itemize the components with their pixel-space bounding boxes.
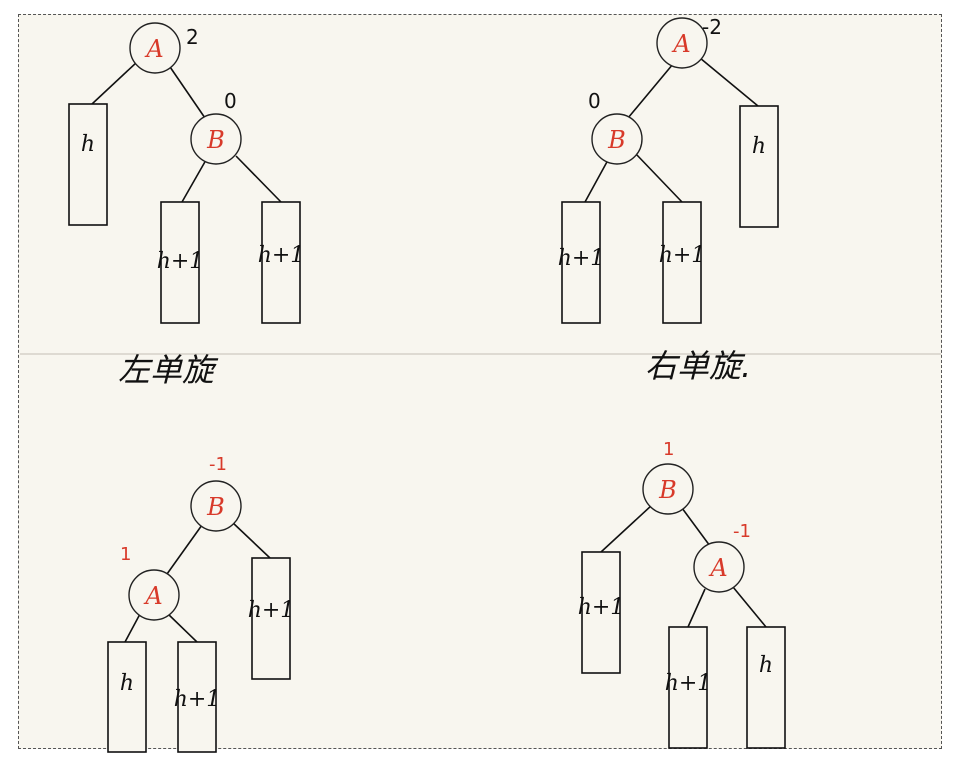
edge-a-b <box>167 63 206 119</box>
subtree-box-left <box>561 201 601 324</box>
balance-factor-b: -1 <box>209 454 227 475</box>
subtree-box-right <box>746 626 786 749</box>
subtree-box-mid <box>668 626 708 749</box>
node-a <box>693 541 745 593</box>
node-b <box>190 480 242 532</box>
subtree-box-right <box>261 201 301 324</box>
edge-a-right <box>732 586 767 628</box>
balance-factor-b: 1 <box>663 439 674 460</box>
edge-b-left <box>600 504 653 553</box>
node-b <box>642 463 694 515</box>
diagram-top-right: A B -2 0 h+1 h+1 h <box>558 15 779 324</box>
caption-left-rotation: 左单旋 <box>118 351 219 389</box>
subtree-label-left: h <box>81 132 95 157</box>
subtree-box-right <box>739 105 779 228</box>
subtree-box-right <box>251 557 291 680</box>
node-a-label: A <box>144 35 163 63</box>
subtree-label-left: h+1 <box>578 595 625 620</box>
edge-a-left <box>91 61 138 105</box>
subtree-box-mid <box>160 201 200 324</box>
node-b <box>591 113 643 165</box>
subtree-label-right: h <box>759 653 773 678</box>
edge-b-right <box>635 153 683 203</box>
subtree-box-mid <box>662 201 702 324</box>
edge-a-left <box>687 588 706 628</box>
edge-b-left <box>181 159 207 203</box>
subtree-box-left <box>581 551 621 674</box>
subtree-box-left <box>68 103 108 226</box>
subtree-label-mid: h+1 <box>174 687 221 712</box>
balance-factor-a: -1 <box>733 521 751 542</box>
edge-a-left <box>124 613 141 643</box>
node-b <box>190 113 242 165</box>
node-a-label: A <box>708 554 727 582</box>
subtree-label-mid: h+1 <box>659 243 706 268</box>
node-a-label: A <box>671 30 690 58</box>
edge-b-right <box>235 155 282 203</box>
subtree-label-left: h+1 <box>558 246 605 271</box>
node-a <box>656 17 708 69</box>
edge-b-left <box>584 159 609 203</box>
node-b-label: B <box>658 476 677 504</box>
balance-factor-b: 0 <box>588 89 601 113</box>
subtree-label-right: h <box>752 134 766 159</box>
balance-factor-a: 1 <box>120 544 131 565</box>
edge-a-right <box>699 57 759 107</box>
balance-factor-b: 0 <box>224 89 237 113</box>
diagram-top-left: A B 2 0 h h+1 h+1 <box>68 22 305 324</box>
subtree-label-right: h+1 <box>248 598 295 623</box>
subtree-box-left <box>107 641 147 753</box>
edge-b-a <box>166 524 203 575</box>
subtree-box-mid <box>177 641 217 753</box>
node-b-label: B <box>206 126 225 154</box>
subtree-label-mid: h+1 <box>665 671 712 696</box>
edge-a-right <box>166 612 198 643</box>
subtree-label-left: h <box>120 671 134 696</box>
node-b-label: B <box>607 126 626 154</box>
caption-right-rotation: 右单旋. <box>645 347 751 385</box>
node-a-label: A <box>143 582 162 610</box>
edge-b-right <box>231 521 271 559</box>
subtree-label-mid: h+1 <box>157 249 204 274</box>
edge-b-a <box>681 507 711 547</box>
node-a <box>128 569 180 621</box>
diagram-bottom-right: B A 1 -1 h+1 h+1 h <box>578 439 786 749</box>
edge-a-b <box>627 63 674 119</box>
notebook-page <box>18 14 942 749</box>
balance-factor-a: -2 <box>702 15 722 39</box>
subtree-label-right: h+1 <box>258 243 305 268</box>
node-a <box>129 22 181 74</box>
diagram-bottom-left: B A -1 1 h h+1 h+1 <box>107 454 295 753</box>
node-b-label: B <box>206 493 225 521</box>
balance-factor-a: 2 <box>186 25 199 49</box>
